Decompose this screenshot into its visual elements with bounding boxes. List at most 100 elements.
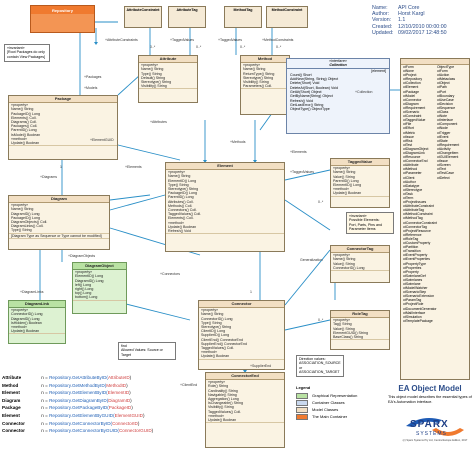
legend-item: Container Classes bbox=[296, 399, 388, 406]
code-list-row: Connector n = Repository.GetConnectorByI… bbox=[2, 420, 140, 426]
enum-literal: otRoleTag bbox=[403, 236, 419, 241]
diagram-object-title: DiagramObject bbox=[73, 263, 126, 271]
sparx-logo-icon bbox=[406, 418, 464, 436]
enum-literal: otPartition bbox=[403, 245, 419, 250]
edge-label: 0..* bbox=[240, 45, 246, 49]
enum-literal: otConnectorEnd bbox=[403, 159, 428, 164]
edge-label: +Methods bbox=[230, 140, 246, 144]
header-row-updated: Updated:09/02/2017 12:48:50 bbox=[372, 29, 447, 36]
enum-literal: otMethod bbox=[403, 167, 418, 172]
enum-literal: otObject bbox=[437, 81, 450, 86]
code-list-row: Package n = Repository.GetPackageByID(Pa… bbox=[2, 405, 133, 411]
enum-literal: otRequirement bbox=[403, 105, 426, 110]
enum-literal: otNone bbox=[403, 69, 414, 74]
method-class: Method «property» Name() String ReturnTy… bbox=[240, 55, 290, 115]
enum-literal: otPropertyType bbox=[403, 261, 426, 266]
header-row-author: Author:Horst Kargl bbox=[372, 11, 425, 18]
enum-literal: otGUIElement bbox=[437, 155, 459, 160]
edge-label: +Packages bbox=[84, 75, 102, 79]
tagged-value-class: TaggedValue «property» Name() String Val… bbox=[330, 158, 390, 208]
enum-literal: otActivity bbox=[437, 146, 451, 151]
diagram-object-props: «property» ElementID() Long DiagramID() … bbox=[73, 270, 126, 301]
enum-literal: otTest bbox=[403, 142, 413, 147]
edge-label: +ClientEnd bbox=[180, 383, 198, 387]
enum-literal: otParamTag bbox=[403, 298, 422, 303]
enum-literal: otDocumentGenerator bbox=[403, 306, 437, 311]
package-props: «property» Name() String PackageID() Lon… bbox=[9, 103, 117, 147]
enum-literal: otMetric bbox=[403, 130, 416, 135]
collection-section: [element] bbox=[371, 68, 386, 73]
enum-literal: otAttributeConstraint bbox=[403, 204, 434, 209]
attribute-constraint-class: AttributeConstraint bbox=[124, 6, 162, 28]
connector-props: «property» Name() String ConnectorID() L… bbox=[199, 308, 284, 360]
code-list-row: Connector n = Repository.GetConnectorByG… bbox=[2, 428, 154, 434]
enum-literal: otProperties bbox=[403, 265, 422, 270]
enum-literal: otCollection bbox=[403, 81, 421, 86]
diagram-link-title: DiagramLink bbox=[9, 301, 65, 309]
header-row-name: Name:API Core bbox=[372, 5, 420, 11]
legend-item: The Main Container bbox=[296, 413, 388, 420]
edge-label: +Attributes bbox=[150, 120, 167, 124]
collection-methods: Count() Short AddNew(String, String) Obj… bbox=[290, 72, 339, 112]
enum-literal: otEventProperty bbox=[403, 253, 428, 258]
method-constraint-class: MethodConstraint bbox=[266, 6, 308, 28]
enum-literal: otSwimlane bbox=[403, 281, 421, 286]
enum-literal: otTemplatePackage bbox=[403, 318, 433, 323]
enum-literal: otDefect bbox=[437, 175, 450, 180]
connector-tag-title: ConnectorTag bbox=[331, 246, 389, 254]
allowed-values-note: find Allowed Values: Source or Target bbox=[118, 342, 176, 360]
element-class: Element «property» Name() String Element… bbox=[165, 162, 285, 252]
edge-label: +AttributeConstraints bbox=[105, 38, 138, 42]
edge-label: 0..* bbox=[150, 45, 156, 49]
edge-label: +TaggedValues bbox=[218, 38, 242, 42]
legend-item: Model Classes bbox=[296, 406, 388, 413]
enum-literal: otTaggedValue bbox=[403, 118, 426, 123]
enum-literal: otText bbox=[437, 167, 447, 172]
edge-label: +DiagramLinks bbox=[20, 290, 44, 294]
enum-literal: otComponent bbox=[437, 122, 458, 127]
enum-literal: otIssue bbox=[403, 134, 414, 139]
enum-literal: otChangeItem bbox=[437, 150, 459, 155]
enum-literal: otDiagramLink bbox=[403, 150, 425, 155]
diagram-link-props: «property» ConnectorID() Long DiagramID(… bbox=[9, 308, 65, 335]
attribute-tag-class: AttributeTag bbox=[168, 6, 206, 28]
repository-class: Repository bbox=[30, 5, 95, 33]
element-props: «property» Name() String ElementID() Lon… bbox=[166, 170, 284, 235]
enum-literal: otRequirement bbox=[437, 142, 460, 147]
enum-literal: otProjectIssues bbox=[403, 200, 427, 205]
enum-literal: otClass bbox=[437, 110, 449, 115]
edge-label: +TaggedValues bbox=[170, 38, 194, 42]
edge-label: 1 bbox=[250, 290, 252, 294]
connector-end-props: «property» Role() String Cardinality() S… bbox=[206, 380, 284, 424]
enum-literal: otScreen bbox=[437, 163, 451, 168]
enum-literal: otTrigger bbox=[437, 130, 451, 135]
legend-swatch bbox=[296, 399, 308, 406]
method-tag-title: MethodTag bbox=[233, 8, 253, 12]
legend-item: Graphical Representation bbox=[296, 392, 388, 399]
edge-label: Generalization bbox=[300, 258, 323, 262]
collection-interface: «interface» Collection [element] Count()… bbox=[286, 58, 390, 134]
enum-literal: otSwimlaneDef bbox=[403, 273, 426, 278]
connector-end-class: ConnectorEnd «property» Role() String Ca… bbox=[205, 372, 285, 448]
method-constraint-title: MethodConstraint bbox=[271, 8, 303, 12]
method-props: «property» Name() String ReturnType() St… bbox=[241, 63, 289, 90]
enum-literal: otFile bbox=[403, 122, 412, 127]
possible-elements-note: «invariant» Possible Elements: Port, Par… bbox=[346, 212, 394, 234]
edge-label: +Elements bbox=[125, 165, 142, 169]
attribute-tag-title: AttributeTag bbox=[176, 8, 198, 12]
enum-literal: otAuthor bbox=[403, 179, 416, 184]
legend-swatch bbox=[296, 413, 308, 420]
enum-literal: otEvent bbox=[437, 134, 449, 139]
edge-label: 0..* bbox=[318, 200, 324, 204]
enum-literal: otProject bbox=[403, 73, 417, 78]
enum-literal: ObjectType bbox=[437, 65, 455, 69]
connector-end-title: ConnectorEnd bbox=[206, 373, 284, 381]
enum-literal: otMethodConstraint bbox=[403, 212, 433, 217]
enum-literal: otAction bbox=[437, 73, 450, 78]
enum-literal: otScenarioStep bbox=[403, 290, 427, 295]
edge-label: +DiagramObjects bbox=[68, 254, 96, 258]
role-tag-props: «property» Tag() String Value() String E… bbox=[331, 318, 389, 341]
